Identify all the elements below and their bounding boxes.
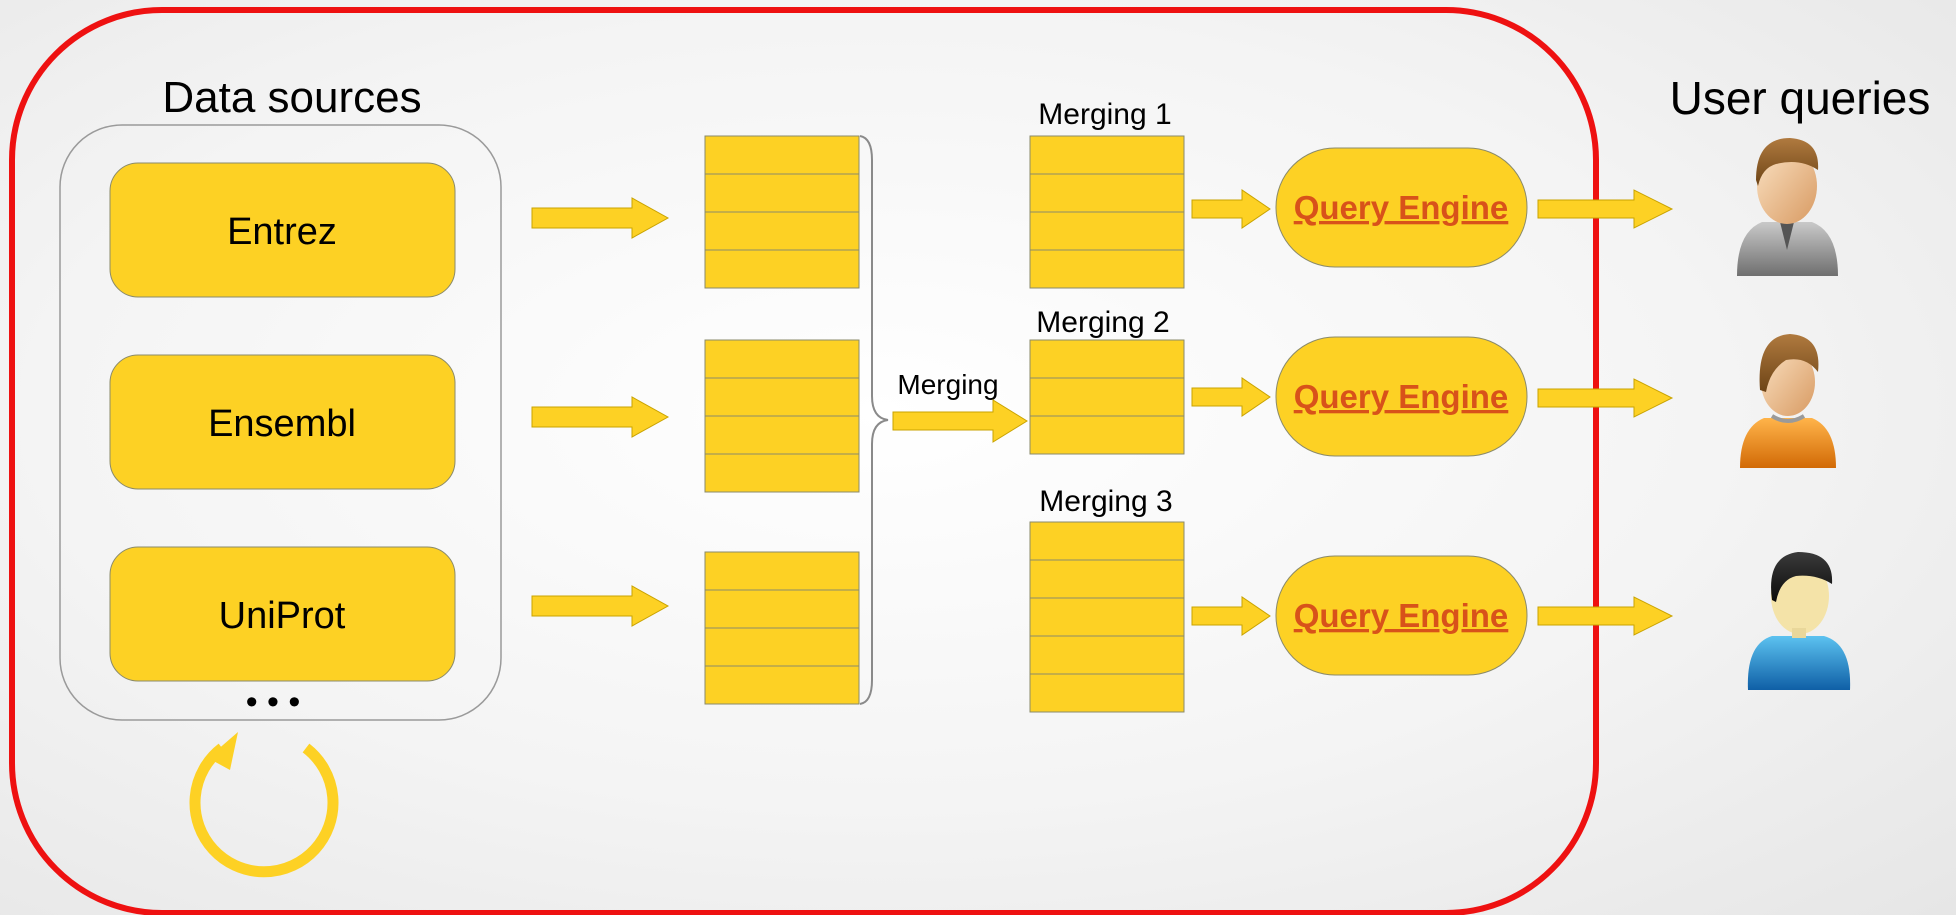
arrow-icon xyxy=(1537,378,1674,418)
source-label: Ensembl xyxy=(208,403,356,445)
source-label: Entrez xyxy=(227,211,337,253)
source-table-2 xyxy=(704,339,860,493)
data-sources-container xyxy=(59,124,502,721)
merging-3-label: Merging 3 xyxy=(1039,485,1172,518)
merging-label: Merging xyxy=(897,369,998,400)
arrow-icon xyxy=(1191,189,1271,229)
user-3-icon xyxy=(1747,552,1851,690)
source-table-3 xyxy=(704,551,860,705)
arrow-icon xyxy=(892,399,1028,443)
source-table-1 xyxy=(704,135,860,289)
source-block-ensembl: Ensembl xyxy=(109,354,456,490)
data-sources-heading: Data sources xyxy=(162,73,421,122)
merging-1-label: Merging 1 xyxy=(1038,98,1171,131)
more-sources-ellipsis: • • • xyxy=(246,683,301,721)
arrow-icon xyxy=(1191,596,1271,636)
arrow-icon xyxy=(1537,596,1674,636)
merged-table-1 xyxy=(1029,135,1185,289)
arrow-icon xyxy=(1537,189,1674,229)
user-1-icon xyxy=(1737,138,1838,276)
query-engine-link[interactable]: Query Engine xyxy=(1294,378,1509,415)
source-block-entrez: Entrez xyxy=(109,162,456,298)
arrow-icon xyxy=(1191,377,1271,417)
query-engine-2[interactable]: Query Engine xyxy=(1275,336,1528,457)
merged-table-3 xyxy=(1029,521,1185,713)
merging-2-label: Merging 2 xyxy=(1036,306,1169,339)
query-engine-link[interactable]: Query Engine xyxy=(1294,189,1509,226)
source-label: UniProt xyxy=(219,595,346,637)
refresh-cycle-icon xyxy=(189,732,339,878)
system-boundary-frame xyxy=(9,7,1599,915)
query-engine-link[interactable]: Query Engine xyxy=(1294,597,1509,634)
query-engine-1[interactable]: Query Engine xyxy=(1275,147,1528,268)
query-engine-3[interactable]: Query Engine xyxy=(1275,555,1528,676)
arrow-icon xyxy=(531,396,670,438)
merge-brace xyxy=(859,135,889,705)
merged-table-2 xyxy=(1029,339,1185,455)
user-2-icon xyxy=(1740,334,1836,468)
user-queries-heading: User queries xyxy=(1670,72,1931,124)
source-block-uniprot: UniProt xyxy=(109,546,456,682)
arrow-icon xyxy=(531,197,670,239)
arrow-icon xyxy=(531,585,670,627)
